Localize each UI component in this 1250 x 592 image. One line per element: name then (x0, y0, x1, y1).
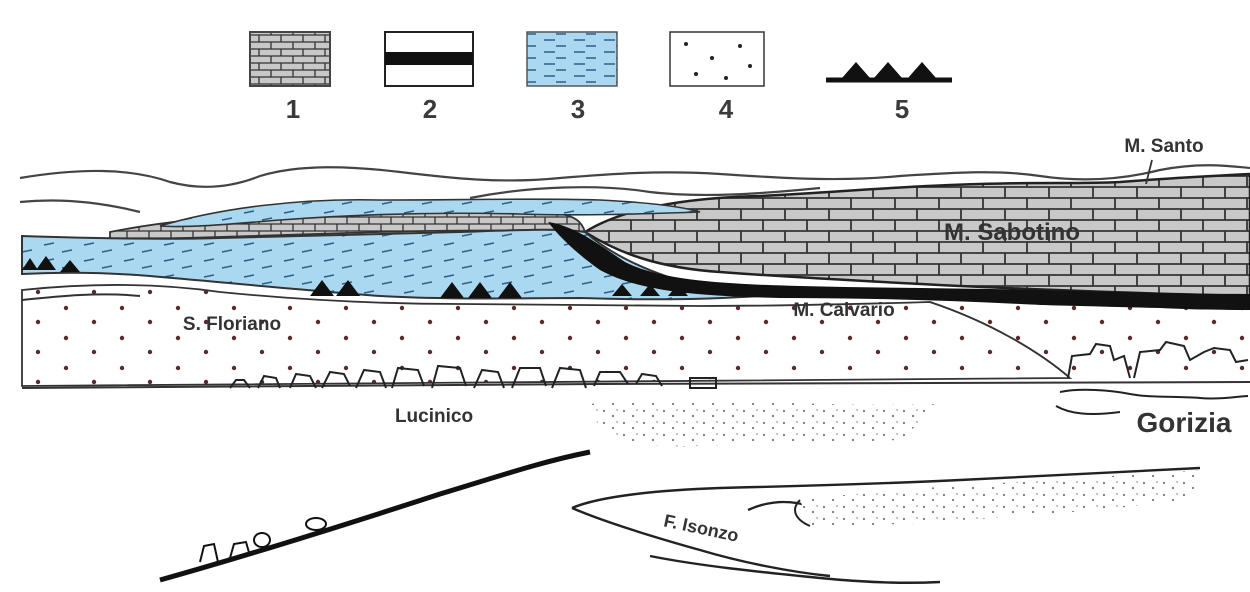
label-s-floriano: S. Floriano (183, 314, 281, 335)
legend-item-deposits: 4 (670, 32, 764, 124)
alluvial-speckle (590, 400, 940, 446)
foreground-lines (160, 452, 590, 580)
legend-item-black-band: 2 (385, 32, 473, 124)
label-m-calvario: M. Calvario (793, 300, 894, 321)
label-gorizia: Gorizia (1137, 407, 1232, 438)
label-m-sabotino: M. Sabotino (944, 219, 1080, 246)
legend-item-flysch: 3 (527, 32, 617, 124)
legend: 1 2 3 4 5 (250, 32, 952, 124)
legend-number-5: 5 (895, 94, 909, 124)
legend-number-2: 2 (423, 94, 437, 124)
limestone-massif (585, 174, 1250, 296)
legend-number-1: 1 (286, 94, 300, 124)
legend-item-limestone: 1 (250, 32, 330, 124)
legend-number-4: 4 (719, 94, 734, 124)
label-lucinico: Lucinico (395, 406, 473, 427)
label-f-isonzo: F. Isonzo (662, 510, 741, 545)
label-m-santo: M. Santo (1124, 136, 1203, 157)
legend-number-3: 3 (571, 94, 585, 124)
legend-item-thrust: 5 (826, 62, 952, 124)
deposits-plain (22, 285, 1070, 386)
